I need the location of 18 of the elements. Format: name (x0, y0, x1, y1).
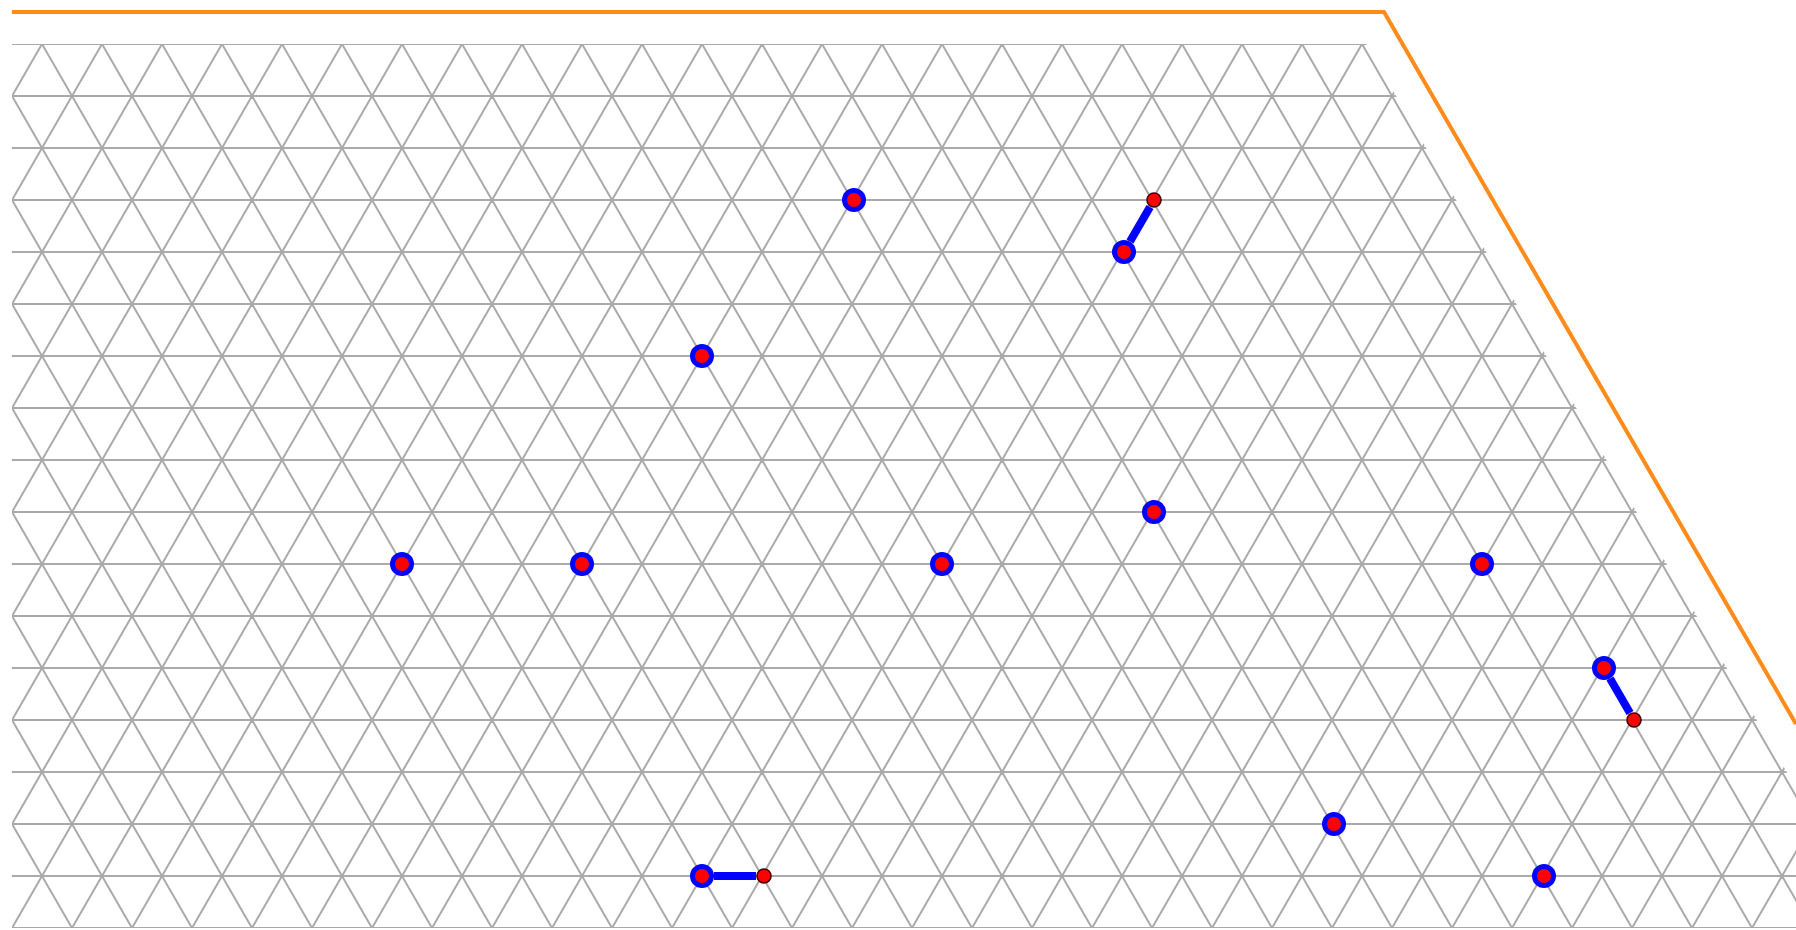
lattice-point (1322, 812, 1346, 836)
lattice-point (1142, 500, 1166, 524)
lattice-point (390, 552, 414, 576)
lattice-point (690, 344, 714, 368)
end-dot (1626, 712, 1642, 728)
connector-line (1606, 676, 1634, 716)
lattice-point (690, 864, 714, 888)
lattice-point (1112, 240, 1136, 264)
lattice-point (930, 552, 954, 576)
connector-line (1126, 204, 1154, 244)
lattice-point (1592, 656, 1616, 680)
end-dot (1146, 192, 1162, 208)
lattice-point (1470, 552, 1494, 576)
end-dot (756, 868, 772, 884)
lattice-point (570, 552, 594, 576)
lattice-point (1532, 864, 1556, 888)
connector-line (714, 872, 756, 880)
lattice-point (842, 188, 866, 212)
